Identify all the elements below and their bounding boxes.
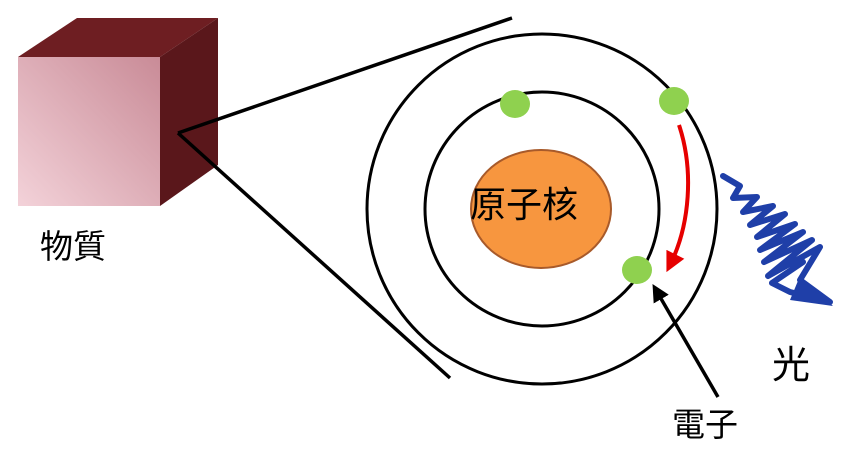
zoom-line-bottom	[178, 133, 450, 378]
cube-icon	[18, 18, 218, 206]
electron-dot-icon	[500, 90, 530, 118]
electron-dot-icon	[622, 256, 652, 284]
electron-label: 電子	[672, 408, 738, 441]
photon-wave-head	[790, 276, 833, 306]
electron-dot-icon	[659, 87, 689, 115]
light-label: 光	[772, 346, 810, 384]
cube-front-face	[18, 57, 160, 206]
transition-arrow	[670, 125, 688, 265]
nucleus-label: 原子核	[470, 188, 578, 224]
zoom-line-top	[178, 18, 512, 133]
photon-wave-icon	[723, 176, 833, 306]
matter-label: 物質	[40, 230, 106, 263]
photon-wave-path	[723, 176, 830, 302]
